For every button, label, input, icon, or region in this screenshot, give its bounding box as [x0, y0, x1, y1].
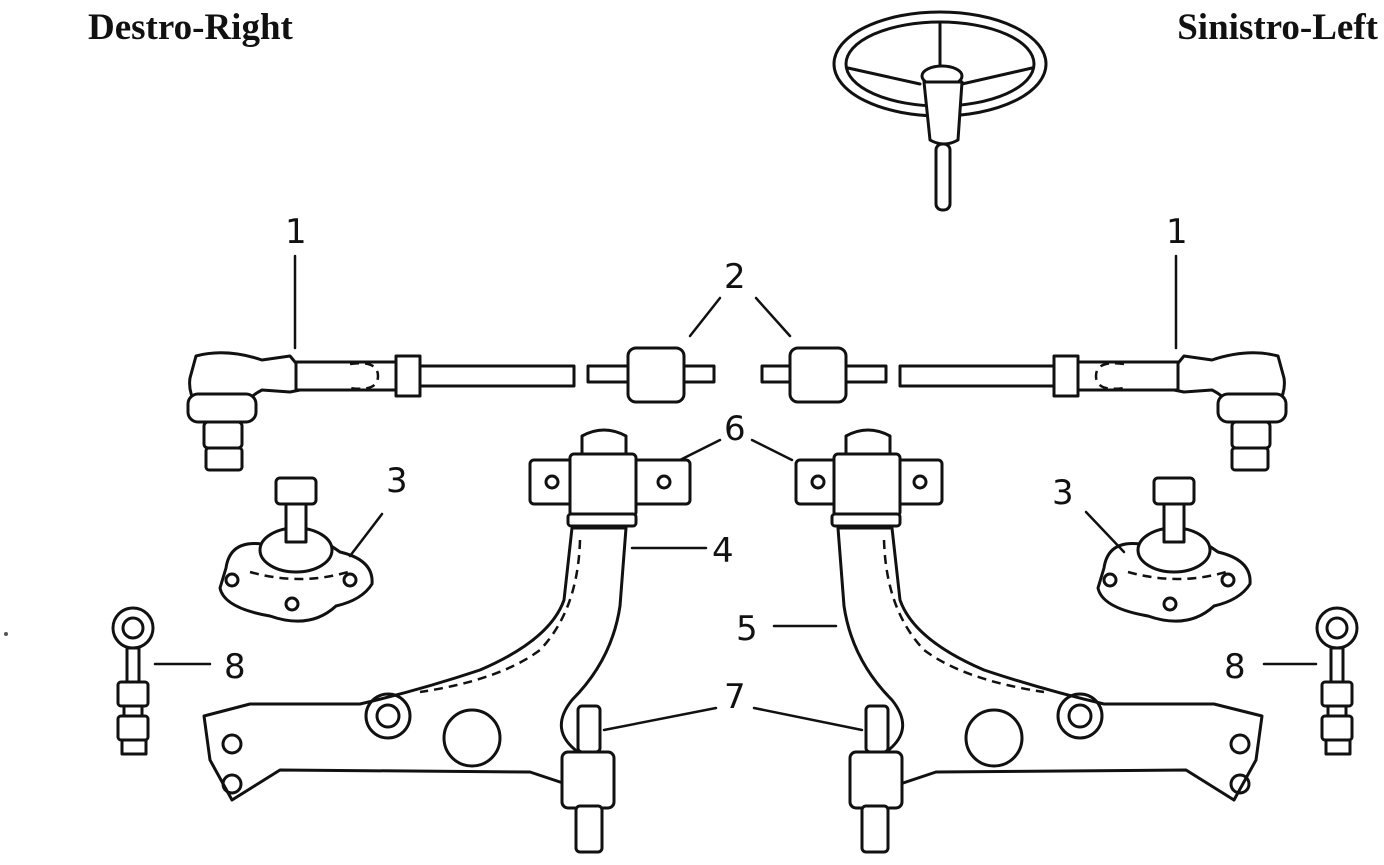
bushing-bracket-left: [794, 428, 944, 528]
inner-tie-rod-right: [586, 346, 716, 404]
callout-3-left: 3: [1052, 473, 1074, 513]
callout-7: 7: [724, 677, 746, 717]
callout-2: 2: [724, 257, 746, 297]
callout-4: 4: [712, 531, 734, 571]
ball-joint-right: [218, 476, 374, 623]
stabilizer-link-right: [111, 606, 155, 756]
header-right: Destro-Right: [88, 7, 293, 48]
callout-3-right: 3: [386, 461, 408, 501]
ball-joint-left: [1096, 476, 1252, 623]
control-arm-right: [202, 526, 628, 854]
callout-8-right: 8: [224, 647, 246, 687]
header-left: Sinistro-Left: [1177, 7, 1378, 48]
inner-tie-rod-left: [760, 346, 888, 404]
tie-rod-end-left: [898, 351, 1288, 472]
callout-1-left: 1: [1166, 212, 1188, 252]
steering-wheel-icon: [832, 10, 1048, 212]
callout-8-left: 8: [1224, 647, 1246, 687]
callout-5: 5: [736, 609, 758, 649]
callout-1-right: 1: [285, 212, 307, 252]
control-arm-left: [836, 526, 1264, 854]
callout-6: 6: [724, 409, 746, 449]
bushing-bracket-right: [528, 428, 692, 528]
tie-rod-end-right: [186, 351, 576, 472]
stabilizer-link-left: [1315, 606, 1359, 756]
